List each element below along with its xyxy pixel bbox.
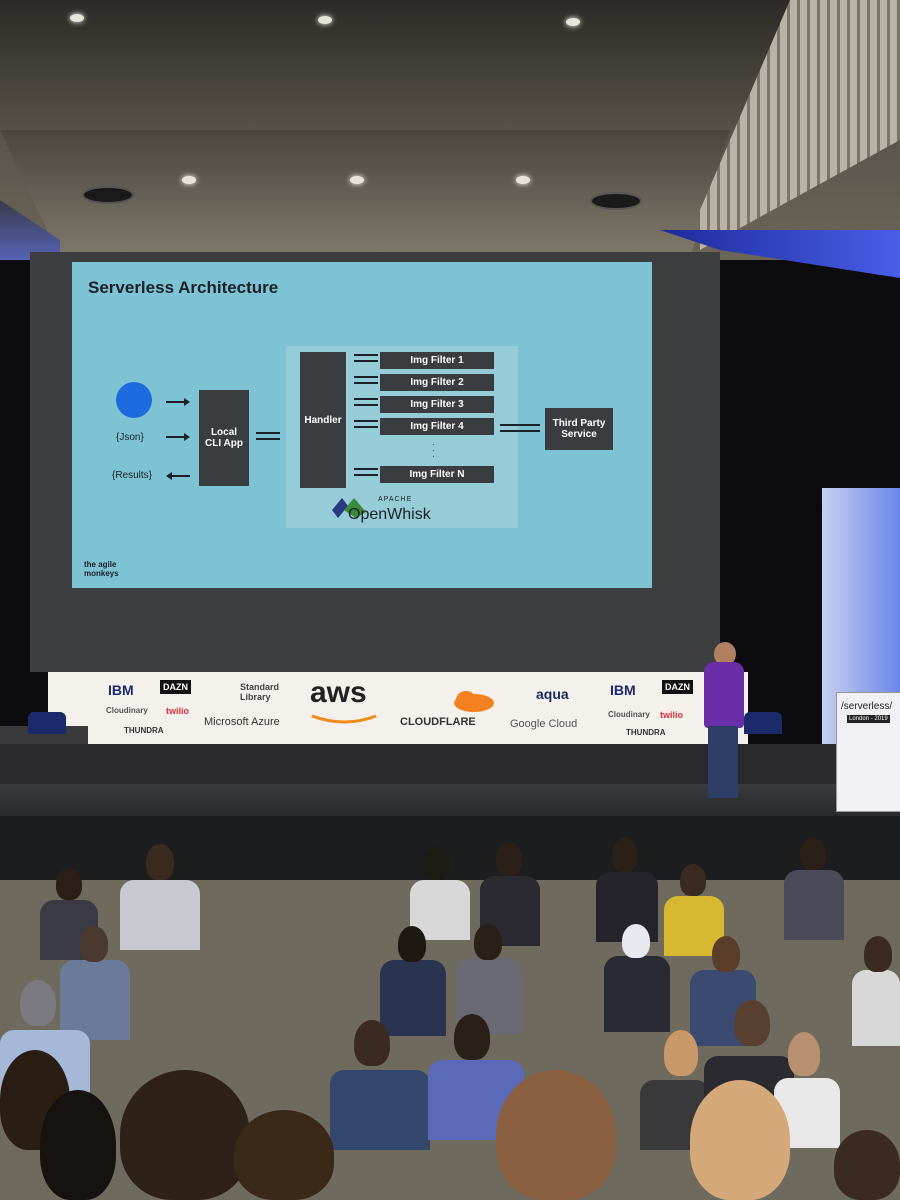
sponsor-banner: IBM DAZN Standard Library aws CLOUDFLARE… xyxy=(48,672,748,744)
sponsor-logo: THUNDRA xyxy=(626,728,666,737)
cloud-icon xyxy=(454,691,494,712)
audience-member xyxy=(604,956,670,1032)
sponsor-logo: twilio xyxy=(660,710,683,720)
ceiling-vent xyxy=(590,192,642,210)
audience-head xyxy=(712,936,740,972)
arrow-left xyxy=(166,472,190,480)
audience-head xyxy=(120,1070,250,1200)
audience-head xyxy=(474,924,502,960)
sponsor-logo: CLOUDFLARE xyxy=(400,716,476,728)
audience-member xyxy=(120,880,200,950)
audience-member xyxy=(784,870,844,940)
sponsor-logo: DAZN xyxy=(160,680,191,694)
speaker xyxy=(704,662,744,728)
audience-head xyxy=(146,844,174,880)
audience-head xyxy=(40,1090,116,1200)
client-dot xyxy=(116,382,152,418)
audience-head xyxy=(864,936,892,972)
ceiling-light xyxy=(350,176,364,184)
sponsor-logo: Microsoft Azure xyxy=(204,716,280,728)
ceiling xyxy=(0,0,900,260)
local-cli-app-box: Local CLI App xyxy=(199,390,249,486)
ceiling-light xyxy=(516,176,530,184)
sign-title: /serverless/ xyxy=(841,701,893,712)
audience-head xyxy=(800,838,826,870)
ceiling-vent xyxy=(82,186,134,204)
audience-member xyxy=(60,960,130,1040)
wall-slats xyxy=(700,0,900,250)
sponsor-logo: DAZN xyxy=(662,680,693,694)
aws-smile-icon xyxy=(311,714,377,724)
bidirectional-arrow xyxy=(354,420,378,430)
audience-head xyxy=(496,842,522,876)
audience-member xyxy=(380,960,446,1036)
audience-head xyxy=(20,980,56,1026)
bidirectional-arrow xyxy=(354,468,378,478)
bidirectional-arrow xyxy=(354,376,378,386)
sponsor-logo: IBM xyxy=(108,682,134,698)
img-filter-box: Img Filter 3 xyxy=(380,396,494,413)
arrow-right xyxy=(166,398,190,406)
handler-box: Handler xyxy=(300,352,346,488)
audience-head xyxy=(496,1070,616,1200)
audience-head xyxy=(424,846,450,880)
arrow-right xyxy=(166,433,190,441)
aws-logo: aws xyxy=(310,676,367,709)
audience-head xyxy=(354,1020,390,1066)
audience-head xyxy=(454,1014,490,1060)
sponsor-logo: Google Cloud xyxy=(510,718,578,730)
audience-member xyxy=(330,1070,430,1150)
sponsor-logo: twilio xyxy=(166,706,189,716)
openwhisk-apache-label: APACHE xyxy=(378,496,413,503)
audience xyxy=(0,820,900,1200)
presentation-slide: Serverless Architecture {Json} {Results}… xyxy=(72,262,652,588)
sponsor-logo: Standard Library xyxy=(240,682,280,702)
img-filter-box: Img Filter N xyxy=(380,466,494,483)
audience-head xyxy=(398,926,426,962)
sponsor-logo: Cloudinary xyxy=(608,710,650,719)
ellipsis: · · · xyxy=(432,440,435,461)
audience-head xyxy=(680,864,706,896)
stage-back-wall xyxy=(0,744,900,784)
speaker-legs xyxy=(708,726,738,798)
audience-head xyxy=(622,924,650,958)
ceiling-light xyxy=(70,14,84,22)
audience-head xyxy=(234,1110,334,1200)
stage-chair xyxy=(744,712,782,734)
audience-head xyxy=(612,838,638,872)
audience-head xyxy=(690,1080,790,1200)
sponsor-logo: Cloudinary xyxy=(106,706,148,715)
audience-head xyxy=(80,926,108,962)
audience-head xyxy=(734,1000,770,1046)
openwhisk-logo-icon xyxy=(332,498,366,518)
audience-member xyxy=(852,970,900,1046)
img-filter-box: Img Filter 1 xyxy=(380,352,494,369)
ceiling-light xyxy=(318,16,332,24)
ceiling-light xyxy=(566,18,580,26)
stage-chair xyxy=(28,712,66,734)
sponsor-logo: aqua xyxy=(536,686,569,702)
ceiling-light xyxy=(182,176,196,184)
json-label: {Json} xyxy=(116,432,144,443)
sign-subtitle: London - 2019 xyxy=(847,715,890,723)
speaker-head xyxy=(714,642,736,666)
sponsor-logo: THUNDRA xyxy=(124,726,164,735)
bidirectional-arrow xyxy=(256,432,280,442)
sponsor-logo: IBM xyxy=(610,682,636,698)
openwhisk-label: OpenWhisk xyxy=(348,506,431,523)
audience-head xyxy=(788,1032,820,1076)
audience-head xyxy=(664,1030,698,1076)
img-filter-box: Img Filter 2 xyxy=(380,374,494,391)
audience-head xyxy=(834,1130,900,1200)
bidirectional-arrow xyxy=(500,424,540,434)
slide-title: Serverless Architecture xyxy=(88,278,279,297)
img-filter-box: Img Filter 4 xyxy=(380,418,494,435)
bidirectional-arrow xyxy=(354,354,378,364)
third-party-service-box: Third Party Service xyxy=(545,408,613,450)
results-label: {Results} xyxy=(112,470,153,481)
agile-monkeys-logo: the agile monkeys xyxy=(84,560,119,578)
audience-head xyxy=(56,868,82,900)
bidirectional-arrow xyxy=(354,398,378,408)
event-sign: /serverless/ London - 2019 xyxy=(836,692,900,812)
